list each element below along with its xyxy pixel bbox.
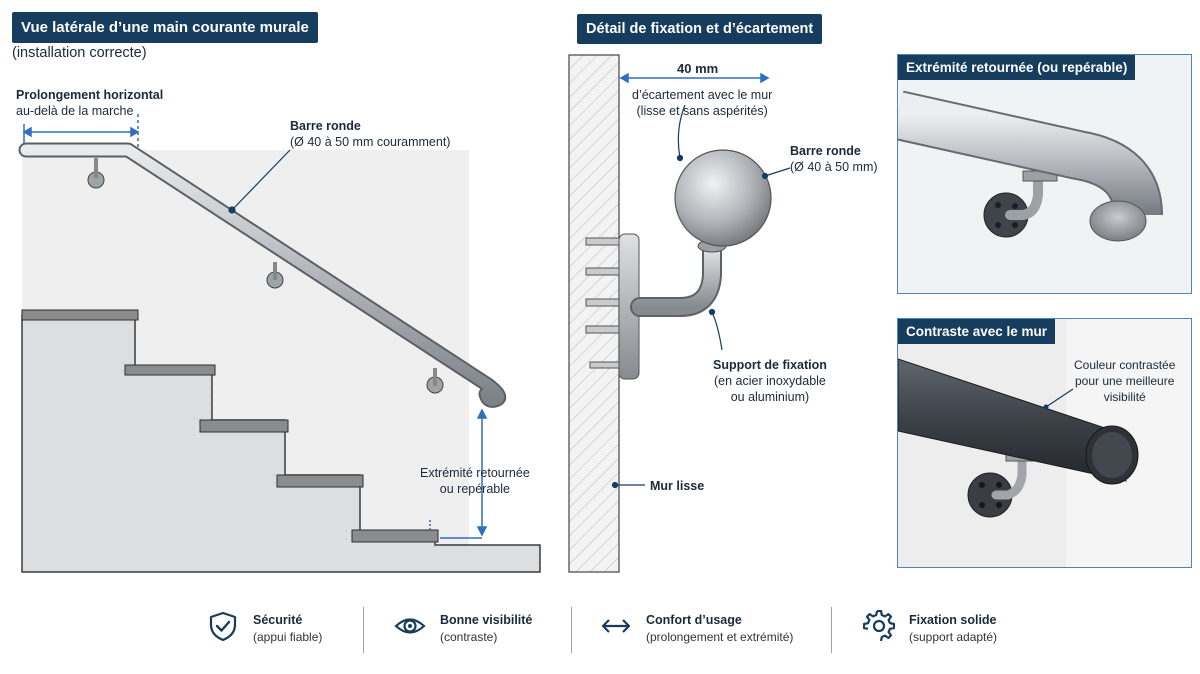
handrail bbox=[20, 144, 505, 406]
eye-icon bbox=[394, 618, 426, 634]
extension-dimension bbox=[22, 114, 140, 152]
footer-title: Sécurité bbox=[253, 613, 303, 627]
contrast-panel-illustration bbox=[898, 319, 1191, 567]
wall-label: Mur lisse bbox=[650, 479, 705, 493]
end-dimension bbox=[429, 408, 488, 539]
shield-check-icon bbox=[209, 611, 237, 642]
bar-cross-section bbox=[674, 149, 772, 247]
footer-divider bbox=[571, 607, 572, 653]
contrast-panel-title: Contraste avec le mur bbox=[898, 319, 1056, 344]
footer-title: Bonne visibilité bbox=[440, 613, 533, 627]
end-panel: Extrémité retournée (ou repérable) bbox=[897, 54, 1192, 294]
footer-subtitle: (prolongement et extrémité) bbox=[646, 630, 794, 644]
footer-title: Fixation solide bbox=[909, 613, 997, 627]
bar-round-label: Barre ronde(Ø 40 à 50 mm couramment) bbox=[290, 119, 451, 149]
gear-icon bbox=[863, 610, 895, 642]
footer-item-visibility: Bonne visibilité (contraste) bbox=[394, 604, 564, 654]
bar-detail-label: Barre ronde(Ø 40 à 50 mm) bbox=[790, 144, 878, 174]
support-arm bbox=[632, 242, 720, 315]
gap-label: d’écartement avec le mur(lisse et sans a… bbox=[632, 88, 773, 118]
gap-dimension bbox=[619, 72, 770, 84]
double-arrow-icon bbox=[601, 619, 631, 633]
footer-subtitle: (support adapté) bbox=[909, 630, 998, 644]
footer-subtitle: (contraste) bbox=[440, 630, 498, 644]
detail-title: Détail de fixation et d’écartement bbox=[577, 14, 823, 44]
contrast-panel: Contraste avec le mur Couleur contrastée… bbox=[897, 318, 1192, 568]
footer-divider bbox=[831, 607, 832, 653]
footer-subtitle: (appui fiable) bbox=[253, 630, 323, 644]
stair-treads bbox=[21, 309, 439, 543]
gap-value: 40 mm bbox=[677, 61, 719, 76]
side-view-title: Vue latérale d’une main courante murale bbox=[12, 12, 318, 43]
end-panel-illustration bbox=[898, 90, 1163, 242]
fixing-detail-diagram bbox=[568, 54, 791, 573]
side-view-diagram bbox=[18, 114, 541, 573]
wall-brackets bbox=[87, 158, 444, 394]
footer-title: Confort d’usage bbox=[646, 613, 742, 627]
footer-item-safety: Sécurité (appui fiable) bbox=[207, 604, 357, 654]
footer-divider bbox=[363, 607, 364, 653]
bar-callout bbox=[228, 149, 291, 214]
side-view-subtitle: (installation correcte) bbox=[12, 45, 147, 61]
footer-item-comfort: Confort d’usage (prolongement et extrémi… bbox=[600, 604, 820, 654]
end-panel-title: Extrémité retournée (ou repérable) bbox=[898, 55, 1136, 80]
footer-item-fixing: Fixation solide (support adapté) bbox=[863, 604, 1033, 654]
detail-callouts bbox=[611, 104, 791, 489]
wall-section bbox=[568, 54, 620, 573]
